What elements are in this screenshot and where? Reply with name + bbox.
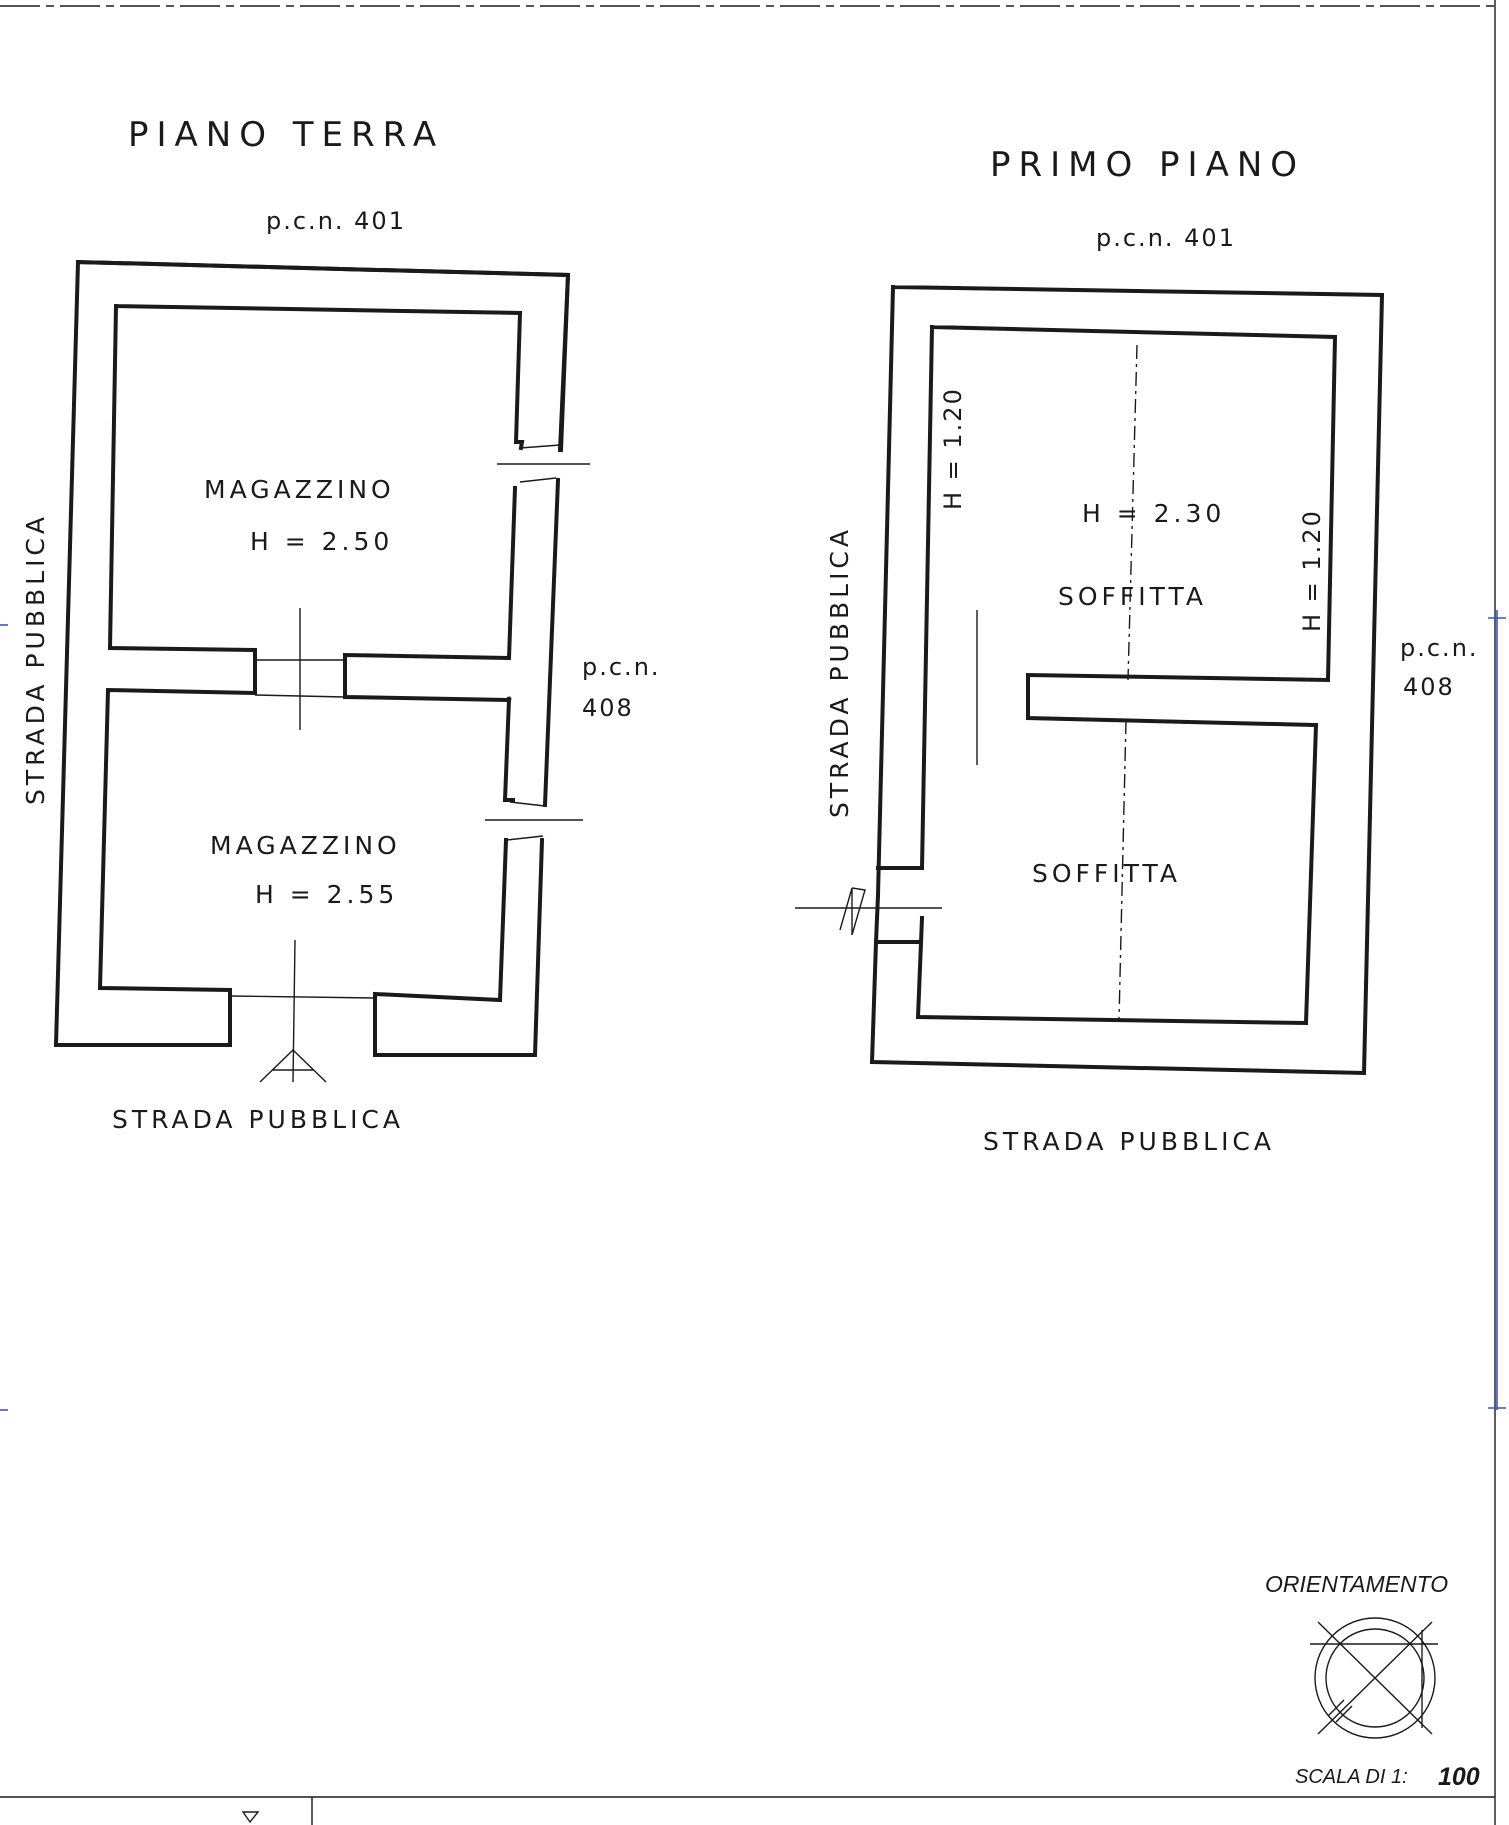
- scale-label: SCALA DI 1:: [1295, 1766, 1408, 1788]
- first-floor-height-center: H = 2.30: [1082, 499, 1225, 528]
- first-floor-title: PRIMO PIANO: [990, 145, 1305, 185]
- ground-floor-street-bottom: STRADA PUBBLICA: [112, 1105, 404, 1134]
- first-floor-height-left: H = 1.20: [939, 387, 967, 510]
- first-floor-plan: PRIMO PIANO p.c.n. 401 H = 1.20 H = 1.20…: [795, 145, 1479, 1156]
- ground-room-1-name: MAGAZZINO: [204, 475, 395, 504]
- ground-floor-parcel-right-1: p.c.n.: [582, 653, 661, 681]
- first-floor-street-bottom: STRADA PUBBLICA: [983, 1127, 1275, 1156]
- first-floor-parcel-right-1: p.c.n.: [1400, 634, 1479, 662]
- ground-floor-room-upper-wall: [97, 303, 525, 1037]
- orientation-compass-icon: [1310, 1617, 1438, 1739]
- ground-floor-outer-wall-path: [53, 259, 571, 1057]
- ground-floor-parcel-top: p.c.n. 401: [266, 207, 406, 235]
- first-floor-inner-wall: [915, 324, 1338, 1026]
- orientation-label: ORIENTAMENTO: [1265, 1571, 1448, 1597]
- first-room-1-name: SOFFITTA: [1058, 582, 1207, 611]
- ground-floor-outer-wall: [75, 259, 571, 453]
- first-floor-outer-wall: [869, 284, 1385, 1076]
- first-floor-parcel-right-2: 408: [1403, 673, 1455, 701]
- first-floor-height-right: H = 1.20: [1298, 509, 1326, 632]
- scale-value: 100: [1438, 1763, 1480, 1791]
- ground-room-2-name: MAGAZZINO: [210, 831, 401, 860]
- ground-room-2-height: H = 2.55: [255, 880, 398, 909]
- first-floor-left-opening: [873, 866, 924, 945]
- ground-floor-plan: PIANO TERRA p.c.n. 401 MAGAZZINO H = 2.5…: [21, 115, 661, 1134]
- ground-floor-street-left: STRADA PUBBLICA: [21, 513, 50, 805]
- first-room-2-name: SOFFITTA: [1032, 859, 1181, 888]
- first-floor-parcel-top: p.c.n. 401: [1096, 224, 1236, 252]
- legend: ORIENTAMENTO SCALA DI 1: 100: [1265, 1571, 1480, 1791]
- first-floor-street-left: STRADA PUBBLICA: [825, 526, 854, 818]
- ground-floor-title: PIANO TERRA: [128, 115, 444, 155]
- ground-floor-parcel-right-2: 408: [582, 694, 634, 722]
- ground-room-1-height: H = 2.50: [250, 527, 393, 556]
